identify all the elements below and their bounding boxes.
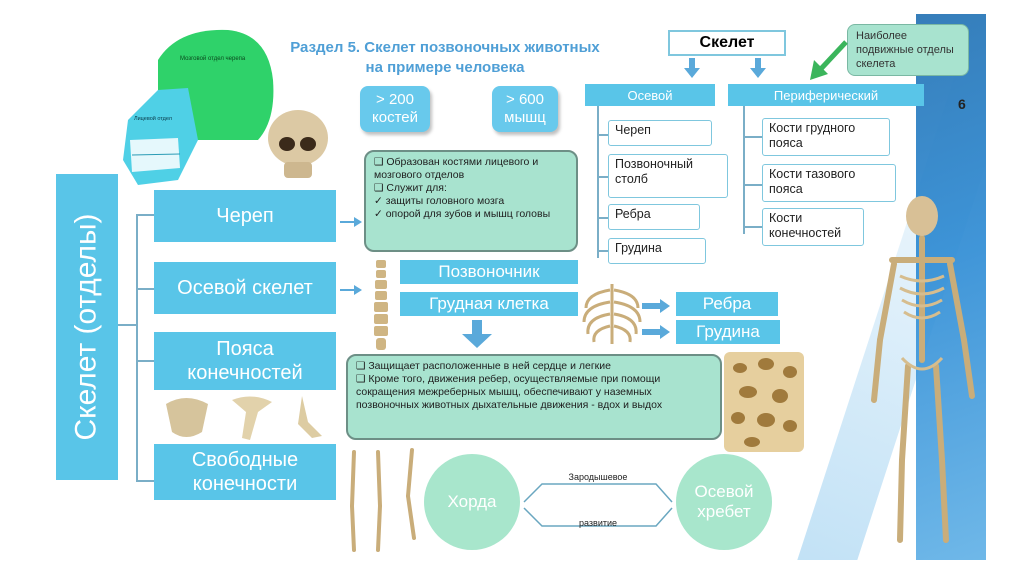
- girdle-bones-image: [162, 392, 332, 444]
- axial-arrow-icon: [340, 282, 364, 298]
- section-skull: Череп: [154, 190, 336, 242]
- axial-item-sternum: Грудина: [608, 238, 706, 264]
- evolution-top-label: Зародышевое: [560, 472, 636, 482]
- section-free-limbs: Свободные конечности: [154, 444, 336, 500]
- skull-info-check-2: ✓ опорой для зубов и мышц головы: [374, 208, 568, 221]
- bones-count-badge: > 200 костей: [360, 86, 430, 132]
- axial-item-spine: Позвоночный столб: [608, 154, 728, 198]
- spongy-bone-image: [722, 350, 806, 454]
- peripheral-item-limbs: Кости конечностей: [762, 208, 864, 246]
- skull-info-box: ❑ Образован костями лицевого и мозгового…: [364, 150, 578, 252]
- skull-info-bullet-2: ❑ Служит для:: [374, 182, 568, 195]
- chest-info-box: ❑ Защищает расположенные в ней сердце и …: [346, 354, 722, 440]
- peripheral-item-shoulder: Кости грудного пояса: [762, 118, 890, 156]
- note-arrow-icon: [808, 38, 850, 82]
- sections-vertical-label: Скелет (отделы): [56, 174, 118, 480]
- section-limb-girdles: Пояса конечностей: [154, 332, 336, 390]
- skull-info-check-1: ✓ защиты головного мозга: [374, 195, 568, 208]
- skull-facial-label: Лицевой отдел: [134, 115, 172, 122]
- chest-info-bullet-1: ❑ Защищает расположенные в ней сердце и …: [356, 360, 712, 373]
- spine-image: [370, 258, 392, 354]
- title-line-2: на примере человека: [245, 58, 645, 78]
- section-axial-skeleton: Осевой скелет: [154, 262, 336, 314]
- title-line-1: Раздел 5. Скелет позвоночных животных: [245, 38, 645, 58]
- muscles-count-badge: > 600 мышц: [492, 86, 558, 132]
- evolution-bottom-label: развитие: [560, 518, 636, 528]
- peripheral-header: Периферический: [728, 84, 924, 106]
- axial-spine-circle: Осевой хребет: [676, 454, 772, 550]
- axial-header: Осевой: [585, 84, 715, 106]
- peripheral-down-arrow-icon: [748, 58, 768, 80]
- ribs-label: Ребра: [676, 292, 778, 316]
- axial-item-skull: Череп: [608, 120, 712, 146]
- spine-label: Позвоночник: [400, 260, 578, 284]
- axial-down-arrow-icon: [682, 58, 702, 80]
- skull-photo: [262, 104, 334, 186]
- axial-item-ribs: Ребра: [608, 204, 700, 230]
- ribs-arrow-icon: [642, 298, 672, 314]
- chest-down-arrow-icon: [460, 320, 494, 350]
- human-skeleton-image: [862, 190, 982, 560]
- skull-arrow-icon: [340, 214, 364, 230]
- chest-label: Грудная клетка: [400, 292, 578, 316]
- mobile-parts-note: Наиболее подвижные отделы скелета: [847, 24, 969, 76]
- skull-cranial-label: Мозговой отдел черепа: [180, 55, 246, 62]
- tree-root-skeleton: Скелет: [668, 30, 786, 56]
- page-title: Раздел 5. Скелет позвоночных животных на…: [245, 38, 645, 78]
- sternum-label: Грудина: [676, 320, 780, 344]
- page-number: 6: [958, 96, 966, 112]
- ribcage-image: [580, 278, 644, 350]
- chorda-circle: Хорда: [424, 454, 520, 550]
- chest-info-bullet-2: ❑ Кроме того, движения ребер, осуществля…: [356, 373, 712, 412]
- sternum-arrow-icon: [642, 324, 672, 340]
- skull-info-bullet-1: ❑ Образован костями лицевого и мозгового…: [374, 156, 568, 182]
- slide: Мозговой отдел черепа Лицевой отдел Разд…: [40, 14, 986, 560]
